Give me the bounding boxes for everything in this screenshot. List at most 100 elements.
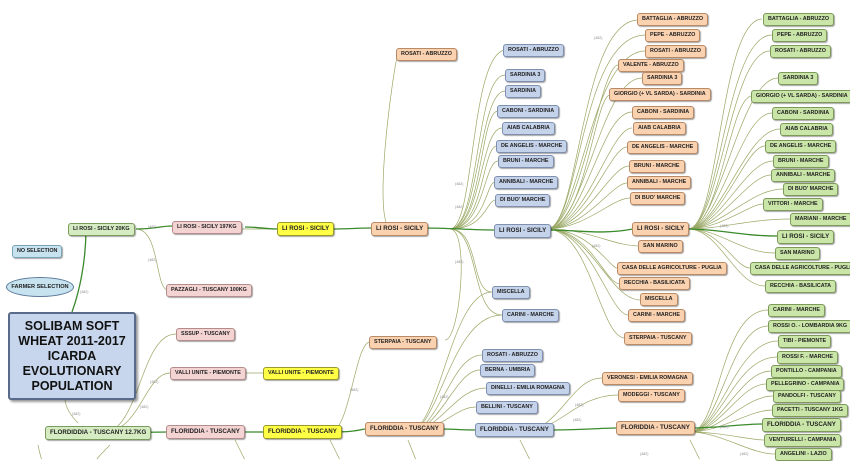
node-miscella-orange[interactable]: MISCELLA xyxy=(640,293,678,306)
node-carini-marche-green[interactable]: CARINI - MARCHE xyxy=(768,304,826,317)
node-sardinia3-green[interactable]: SARDINIA 3 xyxy=(778,72,819,85)
node-pontillo-campania-green[interactable]: PONTILLO - CAMPANIA xyxy=(771,365,842,378)
node-caboni-sardinia-green[interactable]: CABONI - SARDINIA xyxy=(772,107,835,120)
node-modeggi-tuscany-orange[interactable]: MODEGGI - TUSCANY xyxy=(618,389,685,402)
edge-label: (482) xyxy=(455,205,464,209)
node-angelini-lazio-green[interactable]: ANGELINI - LAZIO xyxy=(775,448,832,461)
node-valli-unite-yellow[interactable]: VALLI UNITE - PIEMONTE xyxy=(263,367,339,380)
node-mariani-marche-green[interactable]: MARIANI - MARCHE xyxy=(790,213,850,226)
node-lirosi-sicily-197kg[interactable]: LI ROSI - SICILY 197KG xyxy=(172,221,242,234)
node-floriddia-tuscany-orange[interactable]: FLORIDDIA - TUSCANY xyxy=(365,422,444,436)
node-sterpaia-tuscany-orange-2[interactable]: STERPAIA - TUSCANY xyxy=(624,332,692,345)
no-selection-legend: NO SELECTION xyxy=(12,245,63,258)
node-giorgio-sardinia-green[interactable]: GIORGIO (+ VL SARDA) - SARDINIA xyxy=(751,90,850,103)
node-floriddia-tuscany-127kg[interactable]: FLORDIDDIA - TUSCANY 12.7KG xyxy=(45,426,152,440)
node-berna-umbria-blue[interactable]: BERNA - UMBRIA xyxy=(480,364,536,377)
edge-label: (482) xyxy=(720,425,729,429)
node-venturelli-campania-green[interactable]: VENTURELLI - CAMPANIA xyxy=(764,434,842,447)
node-pandolfi-tuscany-green[interactable]: PANDOLFI - TUSCANY xyxy=(773,390,841,403)
node-lirosi-sicily-green[interactable]: LI ROSI - SICILY xyxy=(777,230,835,244)
node-lirosi-sicily-orange-2[interactable]: LI ROSI - SICILY xyxy=(632,222,690,236)
node-annibali-marche-green[interactable]: ANNIBALI - MARCHE xyxy=(771,169,836,182)
node-bellini-tuscany-blue[interactable]: BELLINI - TUSCANY xyxy=(476,401,538,414)
node-caboni-sardinia-blue[interactable]: CABONI - SARDINIA xyxy=(497,105,560,118)
node-recchia-basilicata-green[interactable]: RECCHIA - BASILICATA xyxy=(765,280,836,293)
node-dinelli-emilia-blue[interactable]: DINELLI - EMILIA ROMAGNA xyxy=(486,382,570,395)
node-sterpaia-tuscany-orange[interactable]: STERPAIA - TUSCANY xyxy=(369,336,437,349)
node-floriddia-tuscany-blue[interactable]: FLORIDDIA - TUSCANY xyxy=(475,423,554,437)
node-carini-marche-blue[interactable]: CARINI - MARCHE xyxy=(502,309,560,322)
node-floriddia-tuscany-pink[interactable]: FLORIDDIA - TUSCANY xyxy=(166,425,245,439)
node-annibali-marche-blue[interactable]: ANNIBALI - MARCHE xyxy=(494,176,559,189)
node-floriddia-tuscany-orange-2[interactable]: FLORIDDIA - TUSCANY xyxy=(616,421,695,435)
node-miscella-blue[interactable]: MISCELLA xyxy=(492,286,530,299)
node-deangelis-marche-green[interactable]: DE ANGELIS - MARCHE xyxy=(765,140,837,153)
node-valente-abruzzo-orange[interactable]: VALENTE - ABRUZZO xyxy=(618,59,684,72)
node-annibali-marche-orange[interactable]: ANNIBALI - MARCHE xyxy=(627,176,692,189)
node-lirosi-sicily-orange[interactable]: LI ROSI - SICILY xyxy=(371,222,429,236)
node-san-marino-orange[interactable]: SAN MARINO xyxy=(638,240,683,253)
node-lirosi-sicily-yellow[interactable]: LI ROSI - SICILY xyxy=(277,222,335,236)
node-rosati-abruzzo-blue-2[interactable]: ROSATI - ABRUZZO xyxy=(482,349,543,362)
title-line-4: EVOLUTIONARY xyxy=(22,364,122,378)
node-casa-puglia-orange[interactable]: CASA DELLE AGRICOLTURE - PUGLIA xyxy=(617,262,727,275)
edge-label: (482) xyxy=(150,380,159,384)
edge-label: (482) xyxy=(640,452,649,456)
edge-label: (482) xyxy=(148,225,157,229)
edge-label: (482) xyxy=(740,452,749,456)
node-floriddia-tuscany-green[interactable]: FLORIDDIA - TUSCANY xyxy=(762,418,841,432)
node-giorgio-sardinia-orange[interactable]: GIORGIO (+ VL SARDA) - SARDINIA xyxy=(609,88,711,101)
node-sardinia-blue[interactable]: SARDINIA xyxy=(505,85,542,98)
node-veronesi-emilia-orange[interactable]: VERONESI - EMILIA ROMAGNA xyxy=(602,372,693,385)
node-pacetti-tuscany-green[interactable]: PACETTI - TUSCANY 1KG xyxy=(772,404,848,417)
edge-label: (482) xyxy=(148,258,157,262)
node-rosati-abruzzo-green[interactable]: ROSATI - ABRUZZO xyxy=(770,45,831,58)
node-sssup-tuscany[interactable]: SSSUP - TUSCANY xyxy=(176,328,236,341)
edge-label: (482) xyxy=(455,182,464,186)
node-sardinia3-orange[interactable]: SARDINIA 3 xyxy=(642,72,683,85)
node-sardinia3-blue[interactable]: SARDINIA 3 xyxy=(505,69,546,82)
node-rossi-marche-green[interactable]: ROSSI F. - MARCHE xyxy=(777,351,838,364)
edge-label: (482) xyxy=(594,36,603,40)
node-floriddia-tuscany-yellow[interactable]: FLORIDDIA - TUSCANY xyxy=(263,425,342,439)
edge-label: (482) xyxy=(440,395,449,399)
node-battaglia-abruzzo-green[interactable]: BATTAGLIA - ABRUZZO xyxy=(763,13,835,26)
node-lirosi-sicily-20kg[interactable]: LI ROSI - SICILY 20KG xyxy=(68,223,135,236)
node-recchia-basilicata-orange[interactable]: RECCHIA - BASILICATA xyxy=(619,277,690,290)
node-vittori-marche-green[interactable]: VITTORI - MARCHE xyxy=(763,198,823,211)
node-bruni-marche-green[interactable]: BRUNI - MARCHE xyxy=(773,155,829,168)
node-pepe-abruzzo-green[interactable]: PEPE - ABRUZZO xyxy=(772,29,828,42)
node-aiab-calabria-blue[interactable]: AIAB CALABRIA xyxy=(502,122,555,135)
node-valli-unite-pink[interactable]: VALLI UNITE - PIEMONTE xyxy=(170,367,246,380)
title-line-5: POPULATION xyxy=(31,379,113,393)
node-tibi-piemonte-green[interactable]: TIBI - PIEMONTE xyxy=(778,335,832,348)
node-pepe-abruzzo-orange[interactable]: PEPE - ABRUZZO xyxy=(645,29,701,42)
node-dibuo-marche-orange[interactable]: DI BUO' MARCHE xyxy=(630,192,686,205)
node-lirosi-sicily-blue[interactable]: LI ROSI - SICILY xyxy=(494,224,552,238)
node-rosati-abruzzo-blue[interactable]: ROSATI - ABRUZZO xyxy=(503,44,564,57)
node-dibuo-marche-blue[interactable]: DI BUO' MARCHE xyxy=(495,194,551,207)
node-rosati-abruzzo-orange[interactable]: ROSATI - ABRUZZO xyxy=(396,48,457,61)
edge-label: (482) xyxy=(350,388,359,392)
title-line-2: WHEAT 2011-2017 xyxy=(18,334,126,348)
node-casa-puglia-green[interactable]: CASA DELLE AGRICOLTURE - PUGLIA xyxy=(750,262,850,275)
title-line-3: ICARDA xyxy=(47,349,97,363)
node-bruni-marche-blue[interactable]: BRUNI - MARCHE xyxy=(498,155,554,168)
node-aiab-calabria-green[interactable]: AIAB CALABRIA xyxy=(780,123,833,136)
node-battaglia-abruzzo-orange[interactable]: BATTAGLIA - ABRUZZO xyxy=(637,13,709,26)
node-rosati-abruzzo-orange-2[interactable]: ROSATI - ABRUZZO xyxy=(645,45,706,58)
population-title: SOLIBAM SOFT WHEAT 2011-2017 ICARDA EVOL… xyxy=(8,312,136,400)
node-caboni-sardinia-orange[interactable]: CABONI - SARDINIA xyxy=(632,106,695,119)
node-rossi-lombardia-green[interactable]: ROSSI O. - LOMBARDIA 9KG xyxy=(768,320,850,333)
edge-label: (482) xyxy=(72,412,81,416)
title-line-1: SOLIBAM SOFT xyxy=(24,319,120,333)
node-deangelis-marche-blue[interactable]: DE ANGELIS - MARCHE xyxy=(496,140,568,153)
node-carini-marche-orange[interactable]: CARINI - MARCHE xyxy=(628,309,686,322)
edge-label: (482) xyxy=(592,244,601,248)
node-bruni-marche-orange[interactable]: BRUNI - MARCHE xyxy=(629,160,685,173)
node-deangelis-marche-orange[interactable]: DE ANGELIS - MARCHE xyxy=(627,141,699,154)
node-san-marino-green[interactable]: SAN MARINO xyxy=(775,247,820,260)
node-aiab-calabria-orange[interactable]: AIAB CALABRIA xyxy=(633,122,686,135)
node-dibuo-marche-green[interactable]: DI BUO' MARCHE xyxy=(783,183,839,196)
node-pazzagli-tuscany[interactable]: PAZZAGLI - TUSCANY 100KG xyxy=(166,284,252,297)
